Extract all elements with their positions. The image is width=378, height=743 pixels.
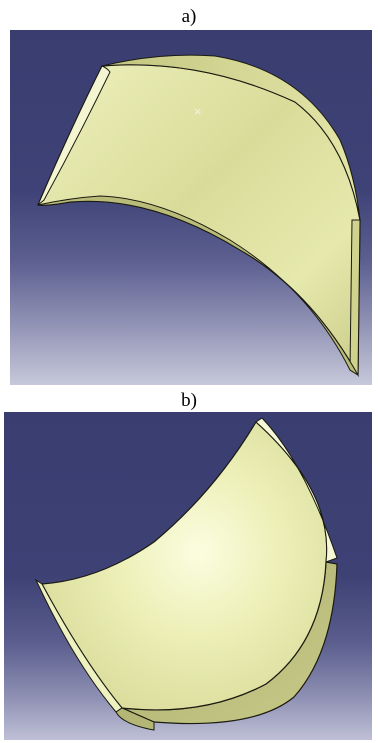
shell-right-edge-a <box>349 219 361 376</box>
3d-viewport-a[interactable]: × <box>10 30 372 385</box>
panel-b-label: b) <box>181 390 197 411</box>
3d-viewport-b[interactable] <box>4 412 372 740</box>
panel-a-label: a) <box>181 6 197 27</box>
shell-end-cap-b <box>115 707 155 731</box>
shell-model-a <box>37 54 361 378</box>
shell-top-rim-a <box>101 54 361 221</box>
origin-marker-icon: × <box>193 105 203 118</box>
shell-model-b <box>34 417 338 731</box>
shell-bottom-edge-a <box>37 195 359 376</box>
shell-top-rim-b <box>255 417 338 563</box>
shell-left-edge-a <box>37 65 111 206</box>
